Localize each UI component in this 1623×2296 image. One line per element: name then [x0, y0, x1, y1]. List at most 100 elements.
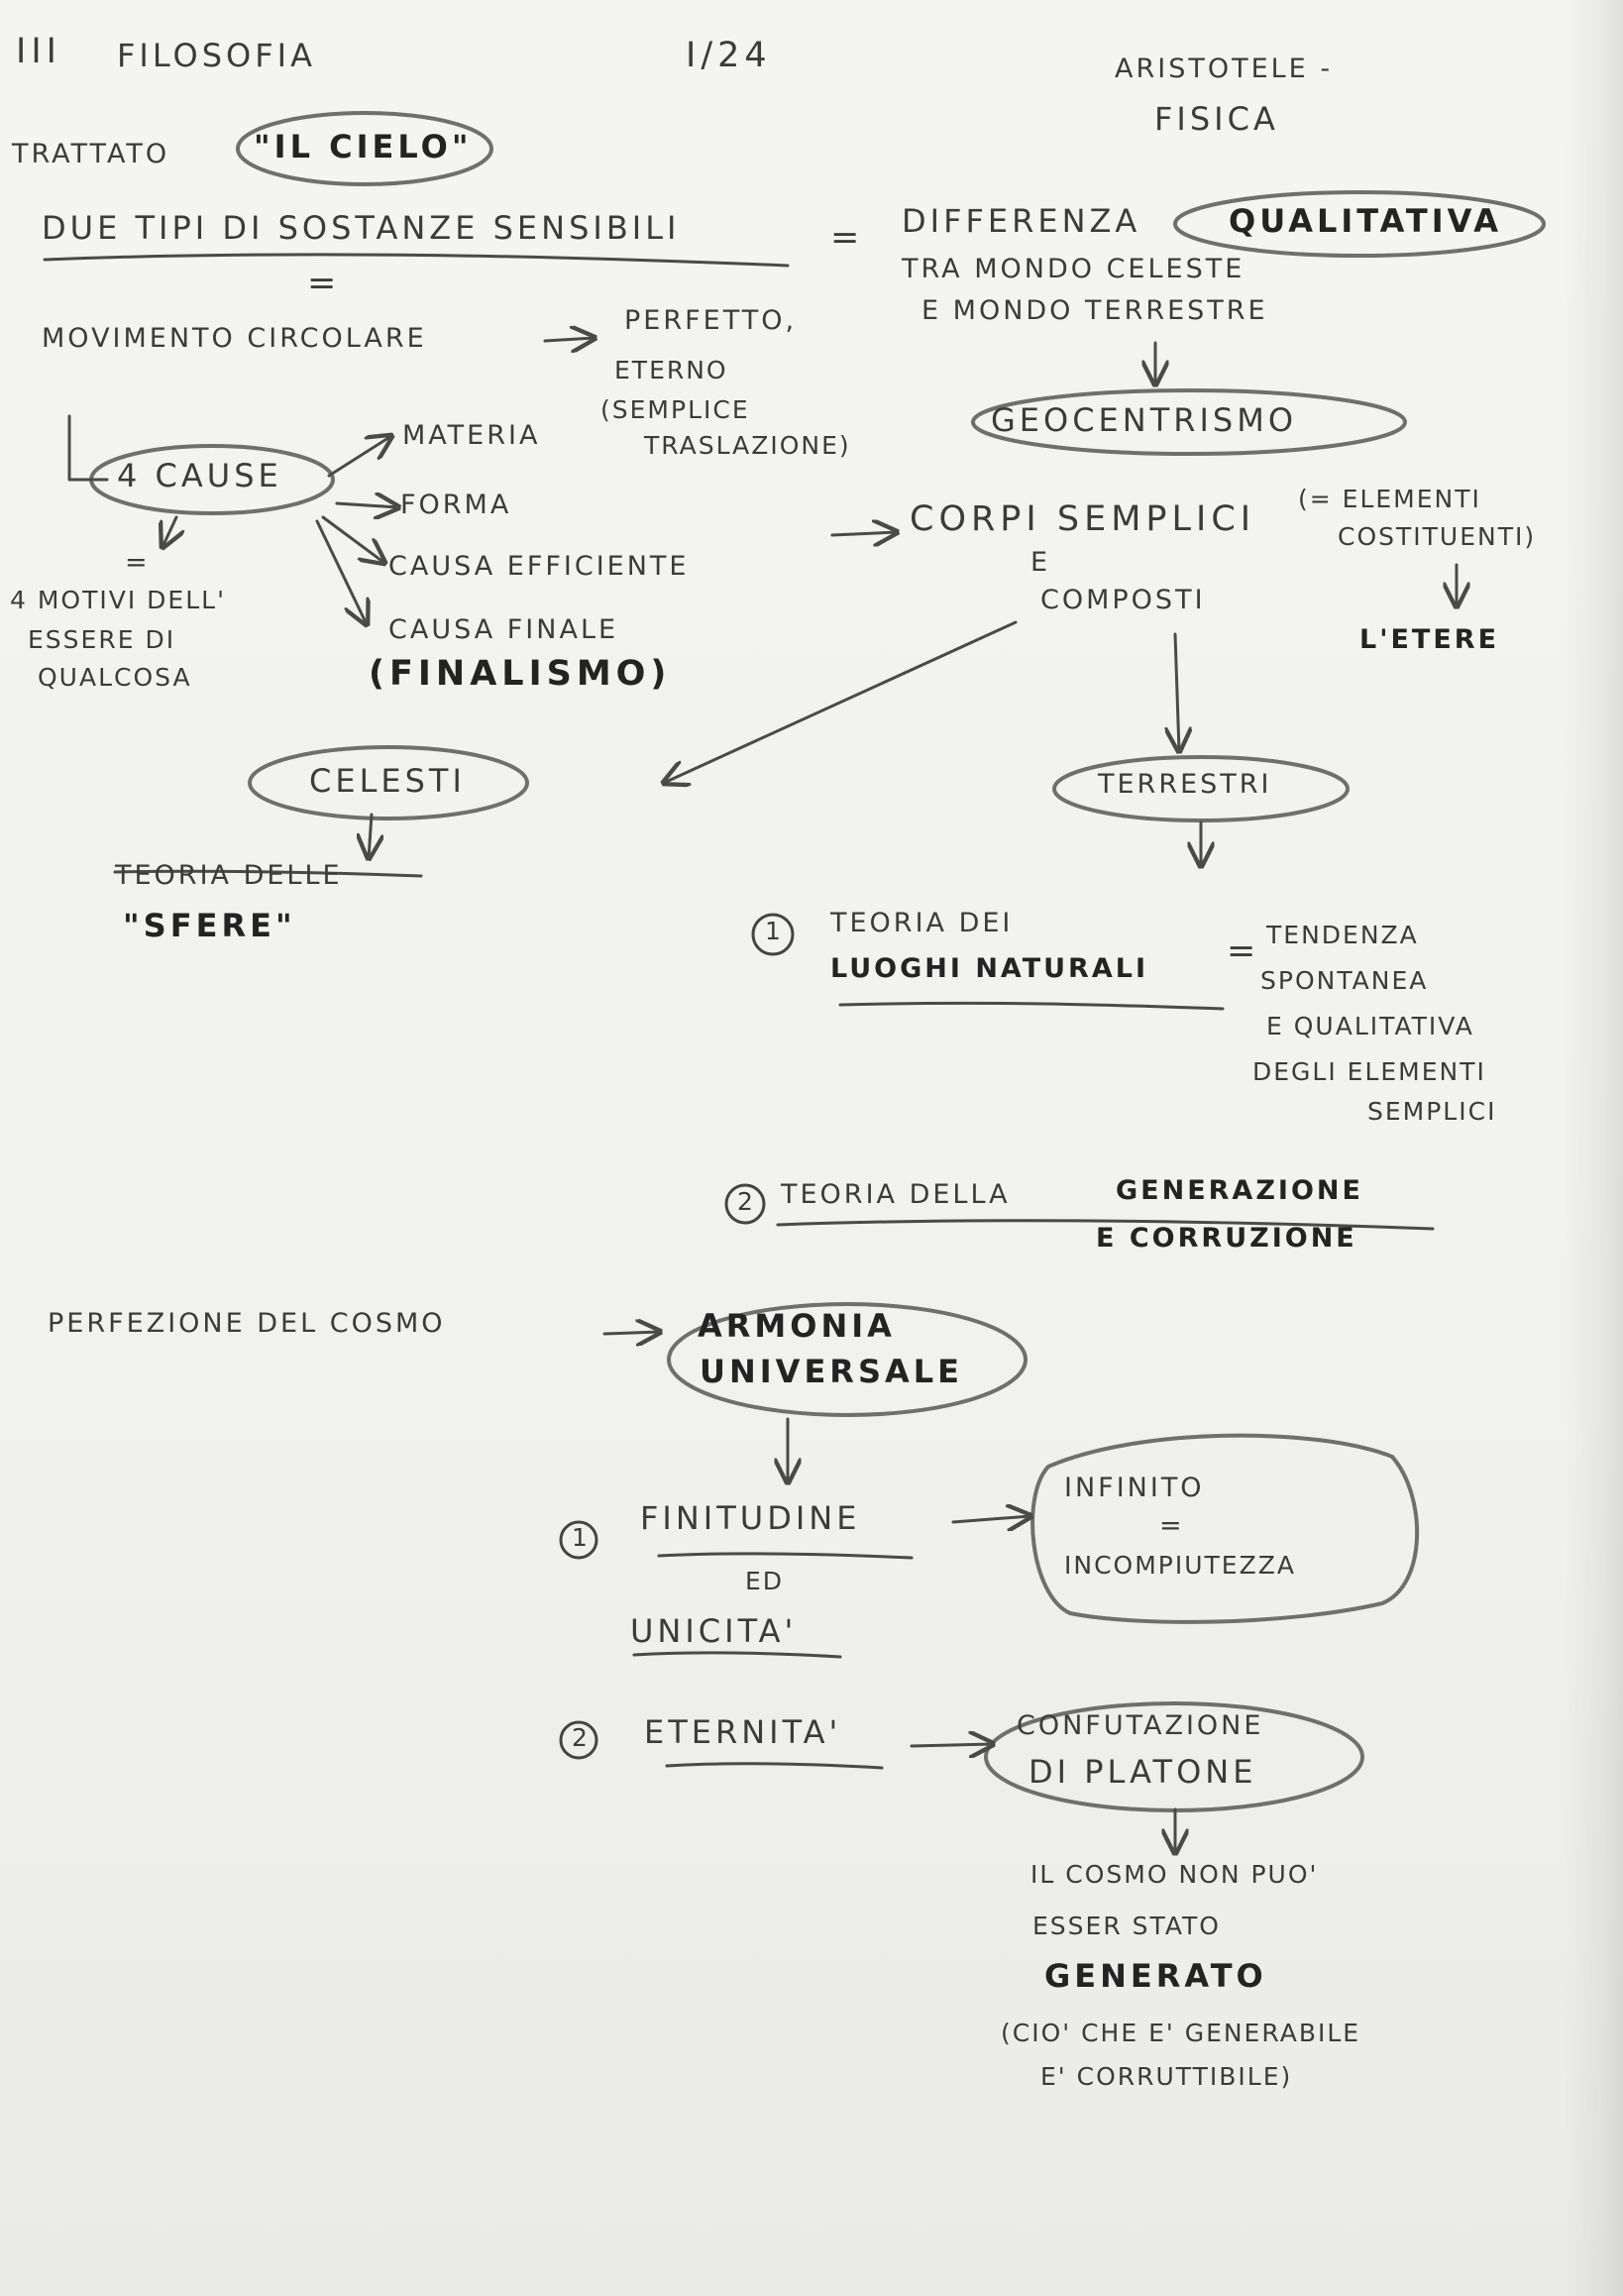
infinito-blob	[1030, 1433, 1419, 1624]
elements-line-2: COSTITUENTI)	[1338, 522, 1537, 551]
arrow-causa-finale	[315, 519, 367, 624]
arrow-to-terrestri	[1175, 632, 1179, 751]
reasons-line-2: ESSERE DI	[28, 625, 176, 654]
arrow-causa-efficiente	[321, 515, 384, 563]
arrow-perfezione-armonia	[602, 1332, 660, 1334]
generation-key-1: GENERAZIONE	[1116, 1175, 1363, 1206]
geocentrismo-oval	[971, 388, 1407, 456]
page-number: I/24	[686, 36, 772, 75]
generation-number: 2	[737, 1187, 755, 1216]
two-substances-label: DUE TIPI DI SOSTANZE SENSIBILI	[42, 209, 681, 247]
generation-key-2: E CORRUZIONE	[1096, 1223, 1357, 1254]
underline-unicita	[632, 1651, 842, 1659]
underline-luoghi	[838, 1001, 1225, 1011]
celestial-label: CELESTI	[309, 762, 466, 800]
arrow-movimento-perfetto	[543, 338, 595, 341]
places-number: 1	[765, 917, 783, 945]
cosmos-line-3: GENERATO	[1044, 1957, 1267, 1995]
harmony-line-1: ARMONIA	[698, 1307, 896, 1345]
arrow-celesti-sfere	[369, 813, 372, 858]
section-number: III	[16, 32, 61, 71]
subject-label: FILOSOFIA	[117, 37, 316, 74]
simple-bodies-label: CORPI SEMPLICI	[910, 499, 1256, 539]
generation-prefix: TEORIA DELLA	[781, 1179, 1011, 1210]
places-line-2: LUOGHI NATURALI	[830, 953, 1148, 984]
confutation-line-1: CONFUTAZIONE	[1017, 1710, 1264, 1741]
arrow-to-corpi	[830, 532, 897, 535]
reasons-line-1: 4 MOTIVI DELL'	[10, 586, 226, 614]
places-desc-2: SPONTANEA	[1260, 966, 1429, 995]
eternity-label: ETERNITA'	[644, 1713, 842, 1751]
perfection-label: PERFEZIONE DEL COSMO	[48, 1308, 446, 1339]
infinite-equals: =	[1159, 1510, 1185, 1541]
spheres-line-2: "SFERE"	[123, 907, 296, 944]
number-circle-2a	[724, 1183, 766, 1225]
armonia-oval	[667, 1302, 1028, 1417]
movement-label: MOVIMENTO CIRCOLARE	[42, 323, 427, 354]
underline-eternita	[665, 1762, 884, 1770]
page-shadow	[1564, 0, 1623, 2296]
number-circle-2b	[559, 1720, 598, 1760]
difference-key: QUALITATIVA	[1229, 202, 1502, 240]
elements-line-1: (= ELEMENTI	[1298, 485, 1481, 513]
geocentrism-label: GEOCENTRISMO	[991, 401, 1298, 439]
treatise-label: TRATTATO	[12, 139, 170, 169]
eternity-number: 2	[572, 1723, 590, 1752]
cosmos-line-4: (CIO' CHE E' GENERABILE	[1001, 2019, 1361, 2047]
unicity-label: UNICITA'	[630, 1612, 798, 1650]
underline-sostanze	[43, 253, 790, 268]
ether-label: L'ETERE	[1359, 624, 1500, 655]
simple-line-1: (SEMPLICE	[600, 395, 750, 424]
composite-label: COMPOSTI	[1040, 585, 1206, 615]
number-circle-1a	[751, 913, 795, 956]
causes-label: 4 CAUSE	[117, 457, 282, 494]
cause-materia: MATERIA	[402, 420, 541, 451]
number-circle-1b	[559, 1520, 598, 1560]
finalism-label: (FINALISMO)	[369, 654, 672, 694]
arrow-finitudine-infinito	[951, 1516, 1030, 1522]
arrow-to-celesti	[664, 620, 1018, 783]
cause-forma: FORMA	[400, 490, 512, 520]
arrow-cause-motivi	[162, 515, 176, 547]
eternal-label: ETERNO	[614, 356, 728, 384]
harmony-line-2: UNIVERSALE	[700, 1353, 963, 1390]
underline-generazione	[776, 1219, 1435, 1231]
arrow-forma	[335, 503, 398, 507]
cosmos-line-5: E' CORRUTTIBILE)	[1040, 2062, 1293, 2091]
causes-equals: =	[125, 547, 151, 578]
infinite-label: INFINITO	[1064, 1473, 1205, 1503]
il-cielo-oval	[236, 111, 493, 186]
finitude-number: 1	[572, 1523, 590, 1552]
places-desc-3: E QUALITATIVA	[1266, 1012, 1474, 1040]
equals-sign: =	[830, 218, 865, 258]
bracket-line	[67, 414, 109, 482]
terrestrial-label: TERRESTRI	[1098, 769, 1272, 800]
topic-title: FISICA	[1154, 100, 1279, 138]
incompleteness-label: INCOMPIUTEZZA	[1064, 1551, 1296, 1580]
topic-author: ARISTOTELE -	[1115, 54, 1334, 84]
qualitativa-oval	[1173, 190, 1546, 258]
reasons-line-3: QUALCOSA	[38, 663, 192, 692]
places-equals: =	[1227, 931, 1261, 971]
between-line-2: E MONDO TERRESTRE	[921, 295, 1268, 326]
arrow-eternita-confutazione	[910, 1744, 993, 1746]
underline-finitudine	[657, 1552, 914, 1560]
places-desc-4: DEGLI ELEMENTI	[1252, 1057, 1486, 1086]
spheres-line-1: TEORIA DELLE	[115, 860, 343, 891]
equals-below-sign: =	[307, 264, 342, 303]
perfect-label: PERFETTO,	[624, 305, 798, 336]
places-line-1: TEORIA DEI	[830, 908, 1014, 938]
difference-prefix: DIFFERENZA	[902, 202, 1141, 240]
and-label: E	[1030, 547, 1051, 578]
finitude-and: ED	[745, 1567, 785, 1595]
underline-teoria-sfere	[113, 869, 423, 878]
cosmos-line-1: IL COSMO NON PUO'	[1030, 1860, 1319, 1889]
arrow-materia	[327, 436, 391, 478]
places-desc-5: SEMPLICI	[1367, 1097, 1497, 1126]
confutation-line-2: DI PLATONE	[1028, 1753, 1257, 1791]
terrestri-oval	[1052, 755, 1350, 822]
cosmos-line-2: ESSER STATO	[1032, 1912, 1221, 1940]
treatise-title: "IL CIELO"	[254, 128, 473, 165]
